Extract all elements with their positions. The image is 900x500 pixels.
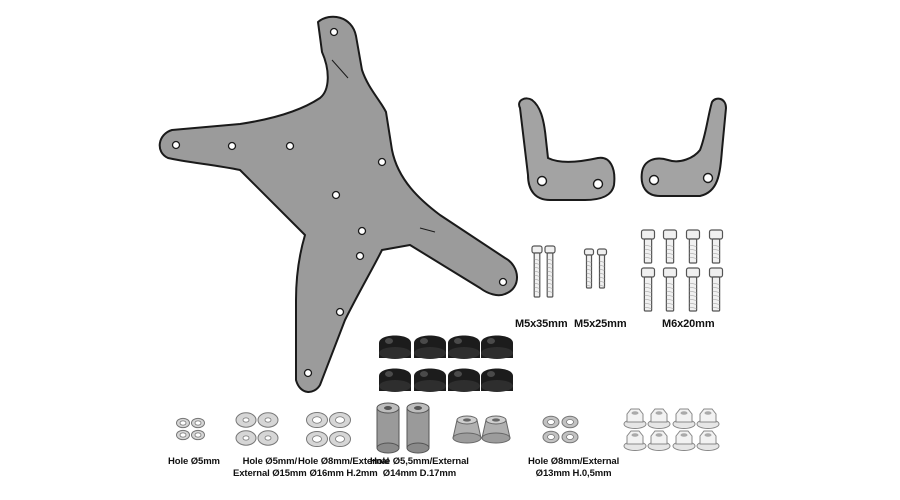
washer: [542, 430, 560, 444]
bolt: [662, 229, 678, 264]
washer: [561, 415, 579, 429]
label-spacer-line2: Ø14mm D.17mm: [382, 468, 457, 479]
rubber-cap-icon: [379, 335, 513, 392]
label-washer-mid-line2: External Ø15mm: [233, 468, 307, 479]
washer-icon: [176, 417, 205, 441]
label-washer-mid: Hole Ø5mm/ External Ø15mm: [233, 456, 307, 480]
rubber-cap: [379, 368, 411, 392]
washer: [306, 430, 328, 448]
flange-nut: [647, 408, 671, 429]
spacer-icon: [452, 415, 511, 444]
label-washer-mid-line1: Hole Ø5mm/: [242, 456, 298, 467]
washer-icon: [306, 411, 351, 448]
rubber-cap: [448, 335, 480, 359]
label-washer-large: Hole Ø8mm/External Ø16mm H.2mm: [298, 456, 389, 480]
bolt: [583, 248, 595, 289]
washer: [329, 411, 351, 429]
label-spacer: Hole Ø5,5mm/External Ø14mm D.17mm: [370, 456, 469, 480]
washer-icon: [542, 415, 579, 444]
bolt: [596, 248, 608, 289]
washer: [329, 430, 351, 448]
rubber-cap: [414, 368, 446, 392]
bracket-icon: [518, 97, 616, 201]
label-washer-thin: Hole Ø8mm/External Ø13mm H.0,5mm: [528, 456, 619, 480]
label-washer-small: Hole Ø5mm: [168, 456, 220, 467]
washer: [235, 412, 257, 428]
bolt: [685, 229, 701, 264]
label-washer-large-line2: Ø16mm H.2mm: [309, 468, 378, 479]
bolt: [640, 267, 656, 312]
label-m5x35: M5x35mm: [515, 318, 568, 330]
cone-spacer: [481, 415, 511, 444]
mounting-plate-icon: [158, 15, 518, 393]
flange-nut: [623, 408, 647, 429]
cone-spacer: [452, 415, 482, 444]
washer-icon: [235, 412, 279, 446]
bolt: [685, 267, 701, 312]
label-washer-thin-line2: Ø13mm H.0,5mm: [535, 468, 612, 479]
rubber-cap: [414, 335, 446, 359]
washer: [191, 429, 205, 441]
flange-nut: [672, 408, 696, 429]
washer: [257, 412, 279, 428]
flange-nut: [672, 430, 696, 451]
label-m5x25: M5x25mm: [574, 318, 627, 330]
flange-nut: [696, 408, 720, 429]
bolt: [531, 245, 543, 298]
bolt: [708, 267, 724, 312]
label-spacer-line1: Hole Ø5,5mm/External: [370, 456, 469, 467]
flange-nut: [647, 430, 671, 451]
rubber-cap: [379, 335, 411, 359]
washer: [542, 415, 560, 429]
bolt-icon: [640, 229, 724, 312]
flange-nut-icon: [623, 408, 720, 451]
bolt-icon: [583, 248, 608, 289]
washer: [176, 429, 190, 441]
label-washer-thin-line1: Hole Ø8mm/External: [528, 456, 620, 467]
washer: [257, 430, 279, 446]
bolt: [662, 267, 678, 312]
spacer-icon: [376, 402, 430, 454]
label-washer-large-line1: Hole Ø8mm/External: [298, 456, 390, 467]
rubber-cap: [448, 368, 480, 392]
washer: [191, 417, 205, 429]
bolt: [544, 245, 556, 298]
bolt-icon: [531, 245, 556, 298]
washer: [176, 417, 190, 429]
flange-nut: [696, 430, 720, 451]
washer: [235, 430, 257, 446]
rubber-cap: [481, 335, 513, 359]
bolt: [708, 229, 724, 264]
washer: [561, 430, 579, 444]
spacer: [406, 402, 430, 454]
washer: [306, 411, 328, 429]
bracket-icon: [640, 97, 728, 197]
rubber-cap: [481, 368, 513, 392]
bolt: [640, 229, 656, 264]
flange-nut: [623, 430, 647, 451]
spacer: [376, 402, 400, 454]
label-m6x20: M6x20mm: [662, 318, 715, 330]
